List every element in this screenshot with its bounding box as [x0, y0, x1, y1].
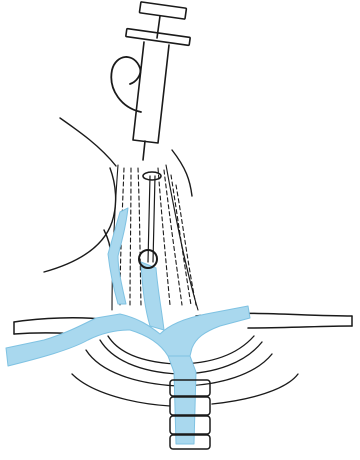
syringe-tip — [143, 141, 145, 160]
blood-vessels — [6, 208, 250, 444]
syringe-needle-inner — [153, 176, 155, 262]
syringe-barrel — [133, 42, 169, 143]
jaw-contour — [44, 168, 116, 272]
head-contour — [60, 118, 116, 166]
internal-jugular-vein — [141, 262, 164, 330]
brachiocephalic-vein — [168, 356, 196, 444]
clavicle-right-bottom — [248, 326, 352, 328]
neck-back-contour — [172, 150, 192, 196]
external-jugular-vein — [108, 208, 128, 304]
syringe-plunger-cap — [139, 2, 186, 19]
syringe-plunger-rod — [157, 16, 160, 38]
subclavian-vein — [6, 306, 250, 366]
syringe — [126, 2, 190, 262]
